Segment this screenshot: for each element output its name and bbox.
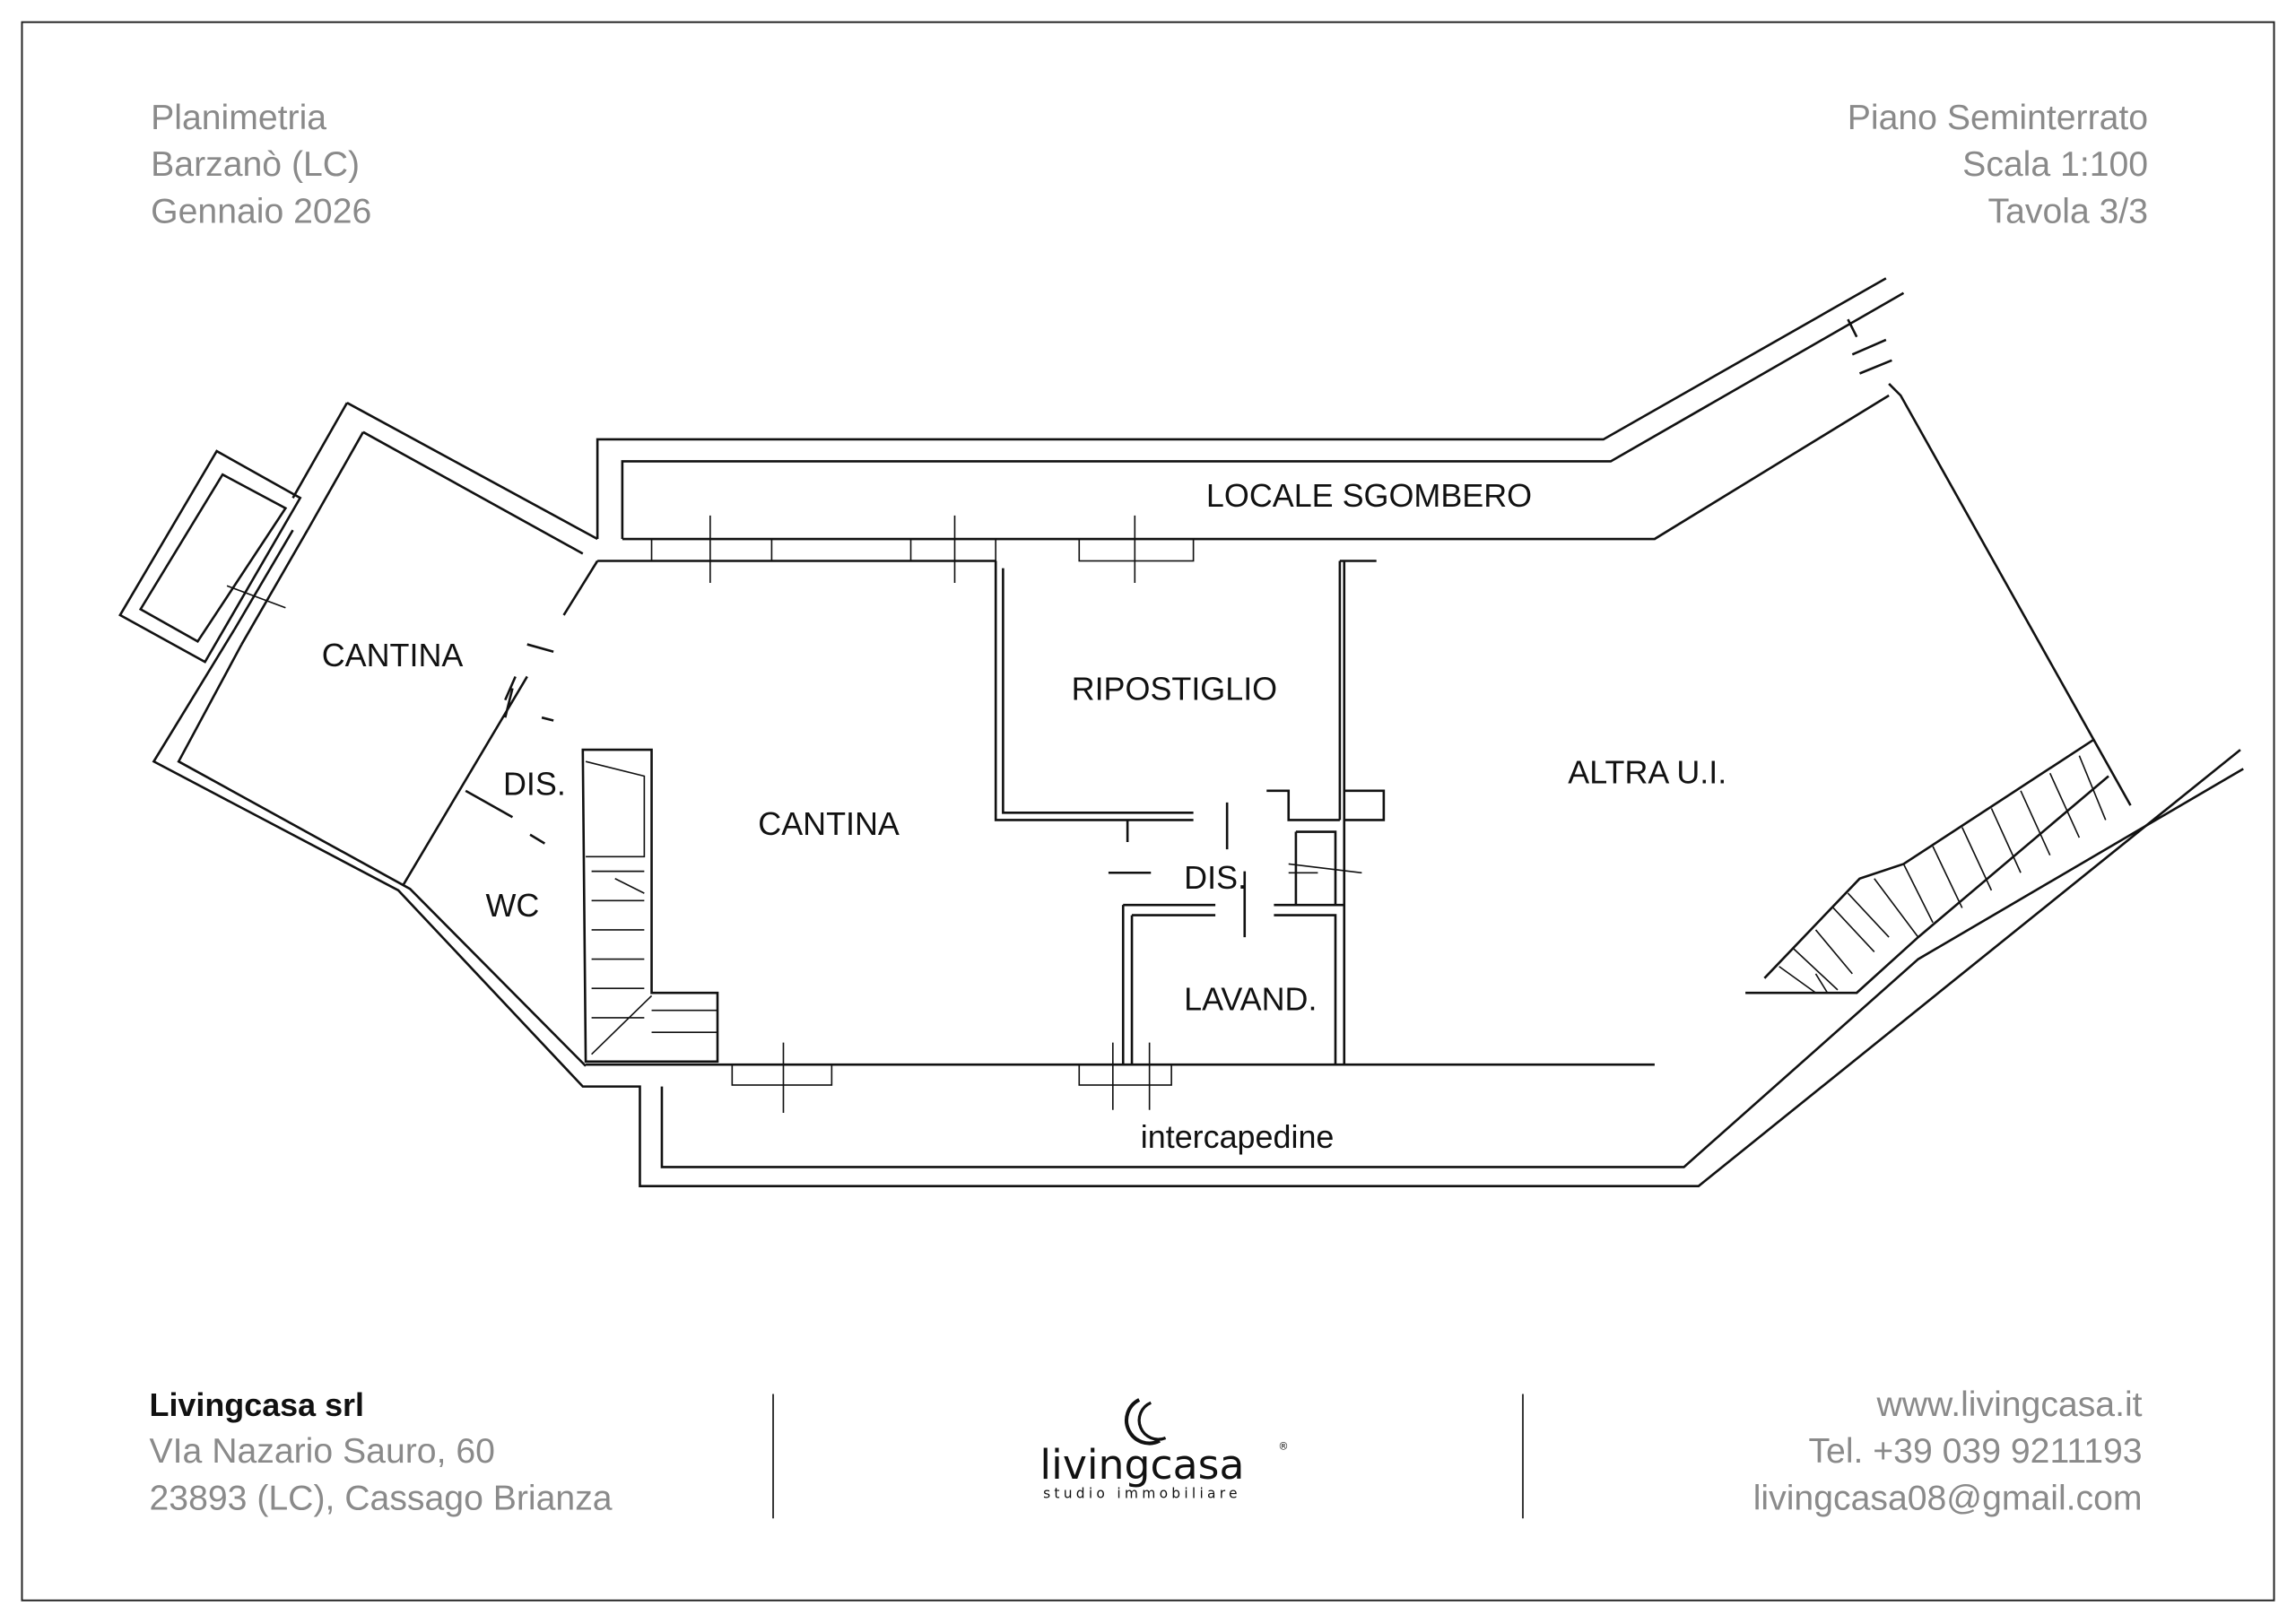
sheet-border [21,21,2275,1602]
logo-wordmark: livingcasa [1039,1441,1244,1489]
phone-number[interactable]: Tel. +39 039 9211193 [1808,1432,2142,1471]
room-locale-sgombero: LOCALE SGOMBERO [1206,477,1532,514]
scale: Scala 1:100 [1962,145,2148,184]
email-link[interactable]: livingcasa08@gmail.com [1753,1479,2143,1517]
room-cantina-main: CANTINA [758,805,900,842]
room-lavand: LAVAND. [1184,981,1317,1018]
website-link[interactable]: www.livingcasa.it [1875,1385,2142,1424]
room-intercapedine: intercapedine [1141,1118,1335,1155]
room-ripostiglio: RIPOSTIGLIO [1072,671,1277,708]
company-address-city: 23893 (LC), Cassago Brianza [150,1479,613,1517]
plan-walls [118,277,2244,1187]
logo-tagline: studio immobiliare [1043,1485,1241,1501]
room-dis-left: DIS. [503,766,566,803]
header-right: Piano Seminterrato Scala 1:100 Tavola 3/… [1848,99,2148,230]
logo-registered-mark: ® [1278,1440,1288,1453]
room-labels: LOCALE SGOMBERO CANTINA DIS. WC CANTINA … [322,477,1726,1155]
company-logo: livingcasa ® studio immobiliare [1039,1398,1289,1501]
company-name: Livingcasa srl [150,1386,365,1423]
location: Barzanò (LC) [151,145,360,184]
header-left: Planimetria Barzanò (LC) Gennaio 2026 [151,99,371,230]
date: Gennaio 2026 [151,192,371,230]
room-cantina-left: CANTINA [322,637,464,673]
footer-contacts: www.livingcasa.it Tel. +39 039 9211193 l… [1753,1385,2143,1517]
room-altra-ui: ALTRA U.I. [1568,754,1726,791]
footer-company: Livingcasa srl VIa Nazario Sauro, 60 238… [150,1386,613,1517]
room-dis-center: DIS. [1184,859,1247,896]
sheet-number: Tavola 3/3 [1988,192,2149,230]
doc-type: Planimetria [151,99,326,137]
company-address-street: VIa Nazario Sauro, 60 [150,1432,495,1471]
floor-level: Piano Seminterrato [1848,99,2148,137]
room-wc: WC [486,887,540,924]
